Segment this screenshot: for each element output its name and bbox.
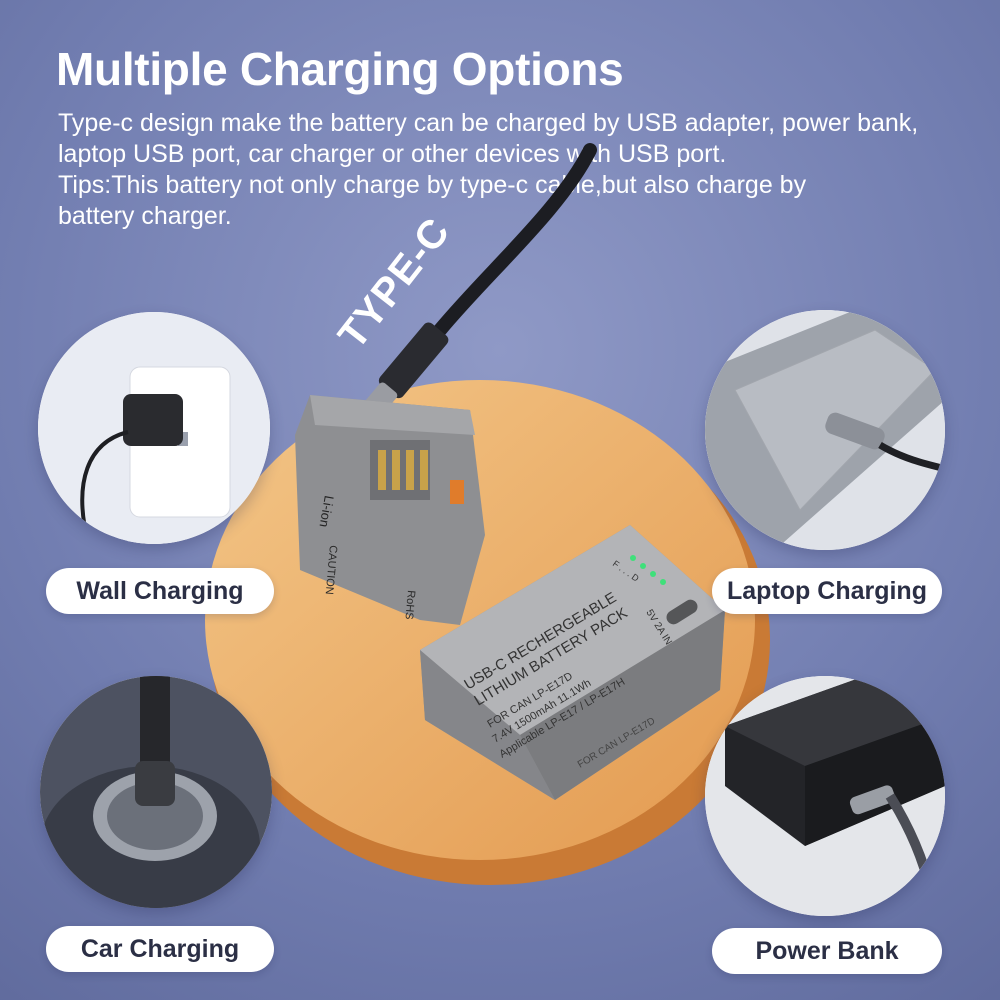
description-line: battery charger. — [58, 202, 232, 230]
wall-charging-label: Wall Charging — [46, 568, 274, 614]
description-line: laptop USB port, car charger or other de… — [58, 140, 727, 168]
description-line: Tips:This battery not only charge by typ… — [58, 171, 807, 199]
power-bank-cable-plug — [849, 785, 896, 815]
power-bank-label: Power Bank — [712, 928, 942, 974]
type-c-cable — [403, 143, 597, 372]
page-title: Multiple Charging Options — [56, 43, 624, 95]
laptop-usb-cable-plug — [825, 412, 885, 450]
power-bank-image — [705, 676, 945, 916]
car-charging-image — [40, 676, 272, 908]
car-charging-label: Car Charging — [46, 926, 274, 972]
description: Type-c design make the battery can be ch… — [58, 108, 988, 232]
battery-front — [420, 525, 725, 800]
battery-back — [295, 395, 485, 625]
laptop-charging-label: Laptop Charging — [712, 568, 942, 614]
battery-back-caution: CAUTION — [323, 545, 339, 595]
laptop-charging-image — [705, 310, 945, 550]
description-line: Type-c design make the battery can be ch… — [58, 109, 919, 137]
wall-adapter — [123, 394, 183, 446]
battery-back-chem: Li-ion — [317, 494, 337, 528]
battery-back-marks: RoHS — [402, 590, 417, 620]
wall-charging-image — [38, 312, 270, 544]
